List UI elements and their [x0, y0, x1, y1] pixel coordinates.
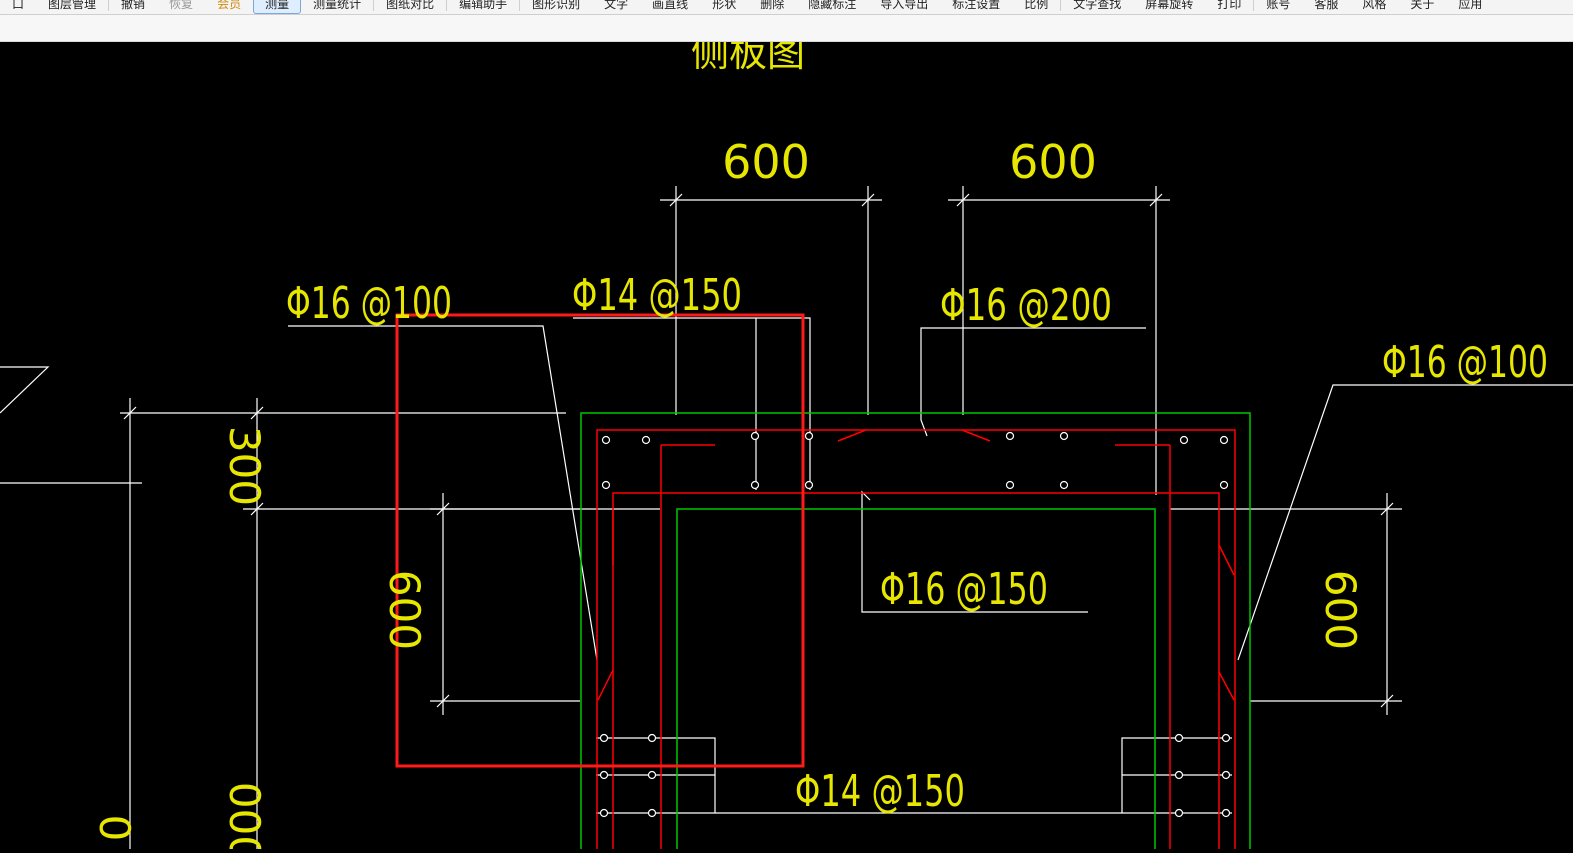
menu-measure-stats[interactable]: 测量统计 — [313, 0, 362, 11]
menu-text[interactable]: 文字 — [604, 0, 629, 11]
rebar-label-5: Φ16 @150 — [880, 564, 1048, 615]
concrete-outline — [580, 412, 1251, 849]
rebar-label-1: Φ16 @100 — [286, 278, 452, 329]
menu-customer-service[interactable]: 客服 — [1314, 0, 1339, 11]
dim-top-right: 600 — [1009, 135, 1097, 189]
rebar-label-3: Φ16 @200 — [940, 280, 1112, 331]
toolbar-separator — [373, 0, 375, 11]
menu-print[interactable]: 打印 — [1217, 0, 1242, 11]
toolbar-items: 口 图层管理 撤销 恢复 会员 测量 测量统计 图纸对比 编辑助手 图形识别 文… — [0, 0, 1494, 14]
menu-shape-recognition[interactable]: 图形识别 — [532, 0, 581, 11]
toolbar-separator — [1060, 0, 1062, 11]
toolbar-separator — [1253, 0, 1255, 11]
menu-delete[interactable]: 删除 — [760, 0, 785, 11]
menu-redo[interactable]: 恢复 — [169, 0, 194, 11]
menu-undo[interactable]: 撤销 — [121, 0, 146, 11]
toolbar-separator — [108, 0, 110, 11]
drawing-title: 侧板图 — [691, 42, 805, 75]
menu-drawing-compare[interactable]: 图纸对比 — [386, 0, 435, 11]
rebar-label-6: Φ14 @150 — [795, 766, 965, 817]
annotations: 600 600 Φ16 @100 Φ14 @150 Φ16 @200 Φ16 @… — [90, 135, 1548, 853]
menu-annotation-settings[interactable]: 标注设置 — [952, 0, 1001, 11]
rebar-label-2: Φ14 @150 — [572, 270, 742, 321]
toolbar-separator — [446, 0, 448, 11]
menu-hide-annotation[interactable]: 隐藏标注 — [808, 0, 857, 11]
dim-left-300: 300 — [220, 426, 269, 506]
menu-text-search[interactable]: 文字查找 — [1073, 0, 1122, 11]
menu-screen-rotate[interactable]: 屏幕旋转 — [1145, 0, 1194, 11]
menu-scale[interactable]: 比例 — [1024, 0, 1049, 11]
menu-style[interactable]: 风格 — [1362, 0, 1387, 11]
rebar-label-4: Φ16 @100 — [1382, 337, 1548, 388]
toolbar-separator — [519, 0, 521, 11]
rebar-lines — [596, 429, 1236, 849]
cad-drawing[interactable]: 侧板图 — [0, 31, 1573, 853]
top-toolbar: 口 图层管理 撤销 恢复 会员 测量 测量统计 图纸对比 编辑助手 图形识别 文… — [0, 0, 1573, 15]
dim-bottom-left-b: 0 — [90, 815, 139, 842]
menu-import-export[interactable]: 导入导出 — [880, 0, 929, 11]
menu-vip[interactable]: 会员 — [217, 0, 242, 11]
dimension-lines — [0, 186, 1573, 849]
menu-shape[interactable]: 形状 — [712, 0, 737, 11]
menu-about[interactable]: 关于 — [1410, 0, 1435, 11]
menu-square[interactable]: 口 — [12, 0, 25, 11]
secondary-toolbar — [0, 15, 1573, 42]
rebar-dots — [599, 431, 1231, 818]
drawing-canvas[interactable]: 侧板图 — [0, 31, 1573, 853]
menu-edit-assistant[interactable]: 编辑助手 — [459, 0, 508, 11]
dim-bottom-left-a: 000 — [220, 782, 269, 849]
dim-right-600: 600 — [1316, 570, 1365, 650]
menu-measure[interactable]: 测量 — [253, 0, 302, 14]
dim-left-600: 600 — [380, 570, 429, 650]
selection-rectangle[interactable] — [395, 313, 805, 768]
menu-draw-line[interactable]: 画直线 — [652, 0, 689, 11]
menu-layer-manage[interactable]: 图层管理 — [48, 0, 97, 11]
menu-apps[interactable]: 应用 — [1458, 0, 1483, 11]
dim-top-left: 600 — [722, 135, 810, 189]
menu-account[interactable]: 账号 — [1266, 0, 1291, 11]
